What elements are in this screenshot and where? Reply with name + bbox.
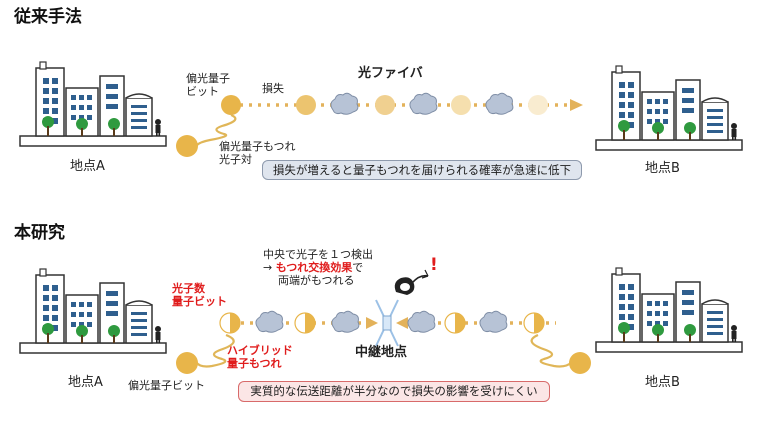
building-cluster-b-top — [595, 65, 743, 151]
location-b-label-top: 地点B — [645, 161, 680, 176]
hybrid-wave-right — [530, 333, 573, 368]
detection-text-line-3: 両端がもつれる — [278, 274, 355, 287]
half-photon-left-1 — [219, 312, 241, 334]
photon-dim-4 — [528, 95, 548, 115]
proposed-note-box: 実質的な伝送距離が半分なので損失の影響を受けにくい — [238, 381, 550, 402]
section-heading-proposed: 本研究 — [14, 223, 65, 243]
building-cluster-a-top — [19, 61, 167, 147]
photon-dim-2 — [375, 95, 395, 115]
photon-dim-1 — [296, 95, 316, 115]
photon-bit-top — [221, 95, 241, 115]
loss-cloud-4 — [255, 310, 284, 333]
photon-number-label-1: 光子数 — [172, 282, 205, 295]
location-b-label-bottom: 地点B — [645, 375, 680, 390]
photon-bit-label-2: ビット — [186, 85, 219, 98]
photon-pair-top — [176, 135, 198, 157]
detection-text-line-1: 中央で光子を１つ検出 — [263, 248, 373, 261]
hybrid-wave-left — [195, 333, 235, 368]
entangled-pair-label-2: 光子対 — [219, 153, 252, 166]
detection-arrow: → — [263, 261, 276, 274]
half-photon-left-2 — [294, 312, 316, 334]
loss-cloud-2 — [409, 92, 438, 115]
loss-cloud-7 — [479, 310, 508, 333]
loss-cloud-1 — [330, 92, 359, 115]
detection-text-line-2: → もつれ交換効果で — [263, 261, 364, 275]
entanglement-swapping-text: もつれ交換効果 — [275, 261, 353, 274]
loss-cloud-6 — [407, 310, 436, 333]
section-heading-conventional: 従来手法 — [14, 7, 82, 27]
photon-dim-3 — [451, 95, 471, 115]
photon-number-label-2: 量子ビット — [172, 295, 227, 308]
beam-splitter-icon — [375, 299, 399, 347]
fiber-label: 光ファイバ — [358, 66, 423, 81]
building-cluster-b-bottom — [595, 267, 743, 353]
fiber-arrowhead-right — [396, 317, 408, 329]
detection-text-suffix: で — [352, 261, 364, 274]
half-photon-right-2 — [523, 312, 545, 334]
fiber-arrowhead-top — [570, 99, 583, 111]
fiber-arrowhead-left — [366, 317, 378, 329]
relay-point-label: 中継地点 — [355, 345, 408, 360]
hybrid-label-1: ハイブリッド — [227, 344, 293, 357]
entangled-pair-label-1: 偏光量子もつれ — [219, 140, 296, 153]
polarization-bit-label: 偏光量子ビット — [128, 379, 205, 392]
location-a-label-bottom: 地点A — [68, 375, 103, 390]
polarization-photon-right — [569, 352, 591, 374]
building-cluster-a-bottom — [19, 268, 167, 354]
exclamation-mark: ! — [430, 255, 438, 275]
loss-cloud-3 — [485, 92, 514, 115]
loss-cloud-5 — [331, 310, 360, 333]
polarization-photon-left — [176, 352, 198, 374]
half-photon-right-1 — [444, 312, 466, 334]
hybrid-label-2: 量子もつれ — [227, 357, 282, 370]
detector-icon — [394, 269, 429, 295]
entangled-pair-wave-top — [196, 113, 237, 146]
conventional-note-box: 損失が増えると量子もつれを届けられる確率が急速に低下 — [262, 160, 582, 180]
loss-label: 損失 — [262, 82, 284, 95]
photon-bit-label-1: 偏光量子 — [186, 72, 230, 85]
location-a-label-top: 地点A — [70, 159, 105, 174]
